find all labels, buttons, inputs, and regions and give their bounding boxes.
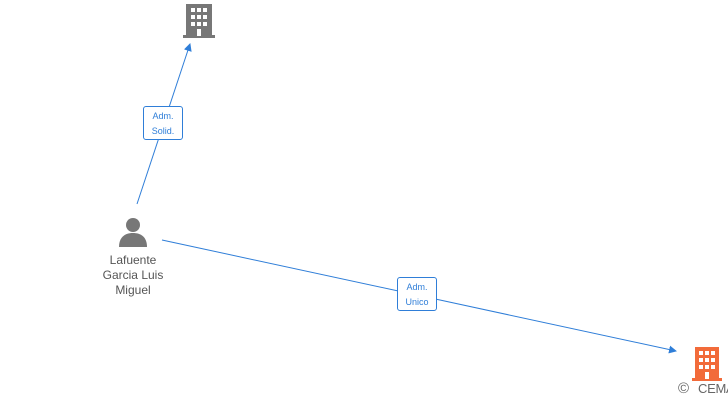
edge-label-line-1: Adm. [406, 282, 428, 292]
watermark: © CEMA-EL [678, 380, 728, 400]
edge-label-line-2: Solid. [151, 126, 175, 136]
copyright-icon: © [678, 380, 690, 397]
building-icon[interactable] [692, 347, 722, 381]
watermark-text: CEMA-EL [698, 381, 728, 396]
person-name-line-1: Lafuente [109, 253, 157, 267]
edge-label-adm-solid: Adm. Solid. [143, 106, 183, 140]
edge-label-line-2: Unico [405, 297, 429, 307]
building-icon[interactable] [183, 4, 215, 38]
edge-label-line-1: Adm. [152, 111, 174, 121]
person-name-line-3: Miguel [115, 283, 151, 297]
person-name-line-2: Garcia Luis [102, 268, 164, 282]
edge-label-adm-unico: Adm. Unico [397, 277, 437, 311]
person-icon[interactable] [118, 217, 148, 247]
person-name[interactable]: Lafuente Garcia Luis Miguel [88, 253, 178, 298]
